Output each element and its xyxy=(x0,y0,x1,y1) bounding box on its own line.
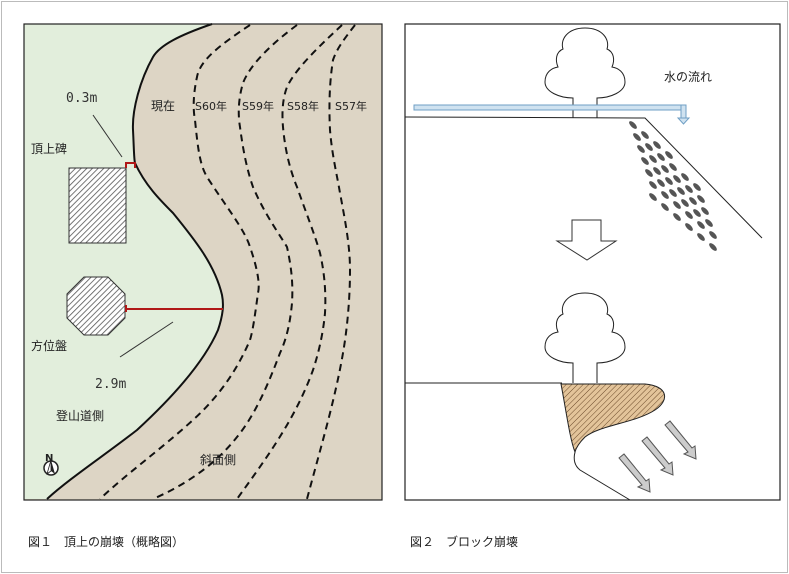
soil-particle xyxy=(649,193,657,201)
monument-shape xyxy=(68,167,127,244)
soil-particle xyxy=(665,151,673,159)
soil-particle xyxy=(697,221,705,229)
debris-arrow-icons xyxy=(618,420,697,493)
label-s60: S60年 xyxy=(195,99,227,113)
label-current: 現在 xyxy=(151,99,175,113)
label-direction-plate: 方位盤 xyxy=(31,338,67,353)
soil-particle xyxy=(701,207,709,215)
soil-particle xyxy=(673,175,681,183)
current-edge-line xyxy=(46,23,224,500)
soil-particle xyxy=(681,173,689,181)
soil-particle xyxy=(669,163,677,171)
soil-particle xyxy=(685,211,693,219)
figure1-caption: 図１ 頂上の崩壊（概略図） xyxy=(28,535,185,549)
soil-particle xyxy=(665,177,673,185)
label-s59: S59年 xyxy=(242,99,274,113)
soil-particle xyxy=(677,187,685,195)
soil-particle xyxy=(681,199,689,207)
soil-particle xyxy=(693,183,701,191)
soil-particle xyxy=(641,131,649,139)
soil-particle xyxy=(697,233,705,241)
figure1-panel: 現在 S60年 S59年 S58年 S57年 0.3m 頂上碑 方位盤 2.9m… xyxy=(23,23,383,501)
soil-particle xyxy=(689,197,697,205)
soil-particle xyxy=(633,133,641,141)
label-monument: 頂上碑 xyxy=(31,141,67,156)
soil-particle xyxy=(649,181,657,189)
water-arrow-icon xyxy=(676,117,691,125)
label-water-flow: 水の流れ xyxy=(664,70,712,84)
soil-particle xyxy=(673,213,681,221)
soil-particle xyxy=(645,169,653,177)
soil-particle xyxy=(709,231,717,239)
soil-particle xyxy=(661,203,669,211)
down-arrow-icon xyxy=(555,219,618,261)
measurement-0-3m: 0.3m xyxy=(66,91,97,106)
soil-particle xyxy=(653,167,661,175)
soil-particle xyxy=(637,145,645,153)
soil-particle xyxy=(697,195,705,203)
soil-particle xyxy=(673,201,681,209)
leader-line xyxy=(119,321,174,358)
monument-distance-marker xyxy=(125,162,136,168)
soil-particle xyxy=(705,219,713,227)
loose-soil-particles xyxy=(629,121,717,251)
label-trail-side: 登山道側 xyxy=(56,408,104,423)
leader-line xyxy=(92,114,123,158)
soil-particle xyxy=(669,189,677,197)
soil-particle xyxy=(649,155,657,163)
s58-edge-line xyxy=(236,24,343,500)
plateau-area xyxy=(24,24,223,499)
soil-particle xyxy=(709,243,717,251)
collapsed-slope-line xyxy=(573,451,631,501)
tree-icon xyxy=(544,292,626,383)
direction-plate-shape xyxy=(66,276,126,336)
s59-edge-line xyxy=(152,24,298,500)
s57-edge-line xyxy=(306,24,356,500)
soil-particle xyxy=(685,223,693,231)
svg-text:N: N xyxy=(45,453,53,464)
label-s58: S58年 xyxy=(287,99,319,113)
figure2-caption: 図２ ブロック崩壊 xyxy=(410,535,519,549)
soil-particle xyxy=(657,153,665,161)
label-s57: S57年 xyxy=(335,99,367,113)
s60-edge-line xyxy=(99,24,260,500)
soil-particle xyxy=(661,165,669,173)
soil-particle xyxy=(641,157,649,165)
soil-particle xyxy=(645,143,653,151)
north-compass-icon: N xyxy=(43,453,59,476)
soil-particle xyxy=(661,191,669,199)
figure2-panel: 水の流れ xyxy=(404,23,781,501)
soil-particle xyxy=(657,179,665,187)
soil-particle xyxy=(685,185,693,193)
label-slope-side: 斜面側 xyxy=(200,453,236,467)
water-flow-pipe xyxy=(413,104,691,125)
tree-icon xyxy=(544,27,626,118)
soil-particle xyxy=(693,209,701,217)
soil-particle xyxy=(629,121,637,129)
ground-line-before xyxy=(404,116,763,239)
soil-particle xyxy=(653,141,661,149)
collapsed-block xyxy=(560,383,665,454)
measurement-2-9m: 2.9m xyxy=(95,377,126,392)
